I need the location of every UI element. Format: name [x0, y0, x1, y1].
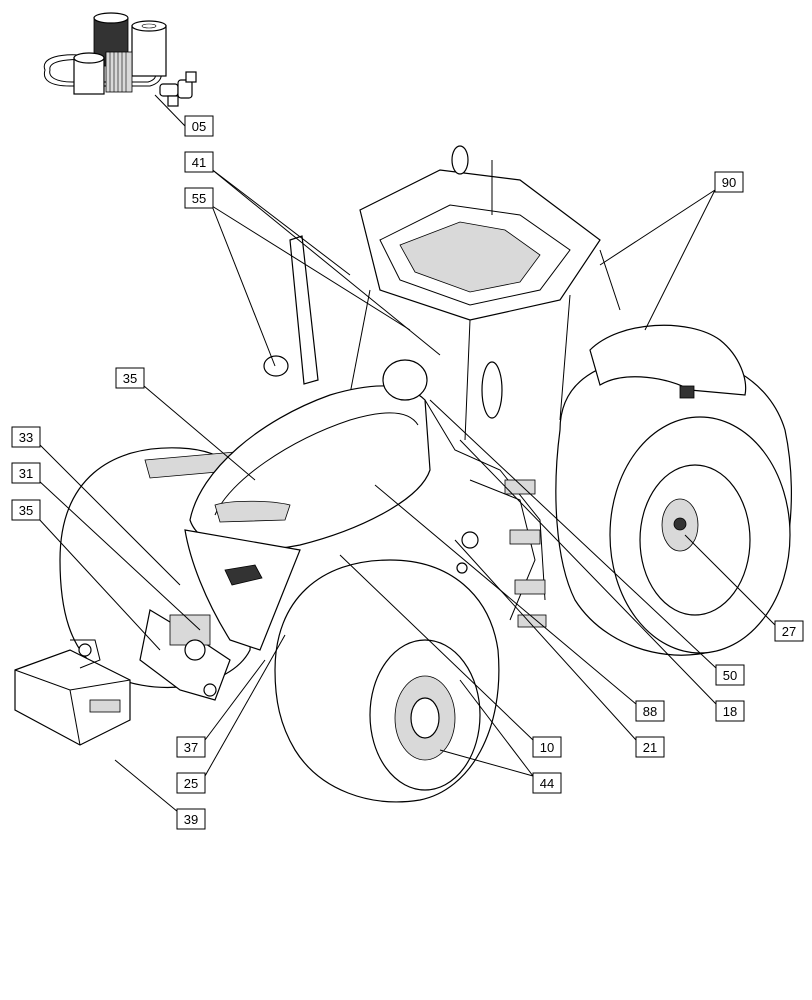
callout-label: 18 [723, 704, 737, 719]
callout-33: 33 [11, 426, 41, 448]
callout-10: 10 [532, 736, 562, 758]
callout-label: 88 [643, 704, 657, 719]
callout-21: 21 [635, 736, 665, 758]
callout-label: 44 [540, 776, 554, 791]
callout-label: 25 [184, 776, 198, 791]
callout-label: 05 [192, 119, 206, 134]
callout-90: 90 [714, 171, 744, 193]
tractor-illustration [14, 145, 792, 803]
filter-kit-illustration [43, 12, 197, 107]
callout-35-top: 35 [115, 367, 145, 389]
callout-label: 41 [192, 155, 206, 170]
callout-label: 55 [192, 191, 206, 206]
callout-05: 05 [184, 115, 214, 137]
callout-label: 31 [19, 466, 33, 481]
callout-55: 55 [184, 187, 214, 209]
callout-50: 50 [715, 664, 745, 686]
callout-label: 90 [722, 175, 736, 190]
callout-label: 35 [123, 371, 137, 386]
callout-label: 27 [782, 624, 796, 639]
callout-41: 41 [184, 151, 214, 173]
callout-31: 31 [11, 462, 41, 484]
callout-27: 27 [774, 620, 804, 642]
callout-44: 44 [532, 772, 562, 794]
leader-lines [37, 94, 776, 813]
callout-25: 25 [176, 772, 206, 794]
callout-88: 88 [635, 700, 665, 722]
callout-label: 10 [540, 740, 554, 755]
callout-18: 18 [715, 700, 745, 722]
callout-label: 39 [184, 812, 198, 827]
callout-label: 35 [19, 503, 33, 518]
callout-39: 39 [176, 808, 206, 830]
callout-label: 21 [643, 740, 657, 755]
callout-label: 37 [184, 740, 198, 755]
callout-37: 37 [176, 736, 206, 758]
callout-label: 50 [723, 668, 737, 683]
callout-35-bottom: 35 [11, 499, 41, 521]
callout-label: 33 [19, 430, 33, 445]
